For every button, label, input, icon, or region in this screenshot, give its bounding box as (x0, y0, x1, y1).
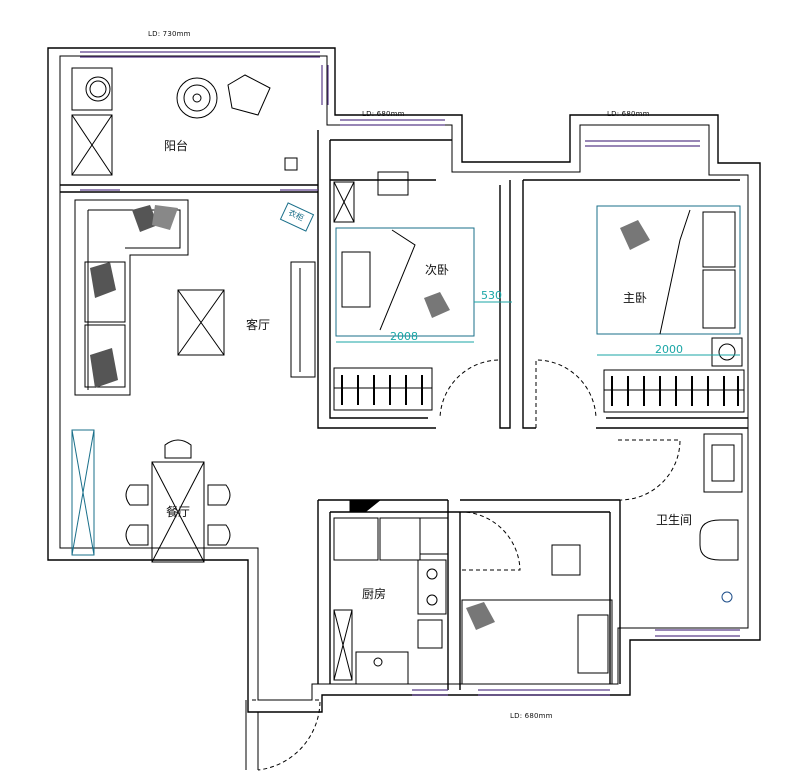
dimension-lines (336, 301, 740, 356)
room-label-balcony: 阳台 (164, 139, 189, 153)
round-table (176, 77, 218, 119)
room-label-kitchen: 厨房 (362, 587, 387, 601)
dimension-master-bed-length: 2000 (655, 343, 683, 356)
door-entrance (252, 699, 321, 771)
second-bedroom-furniture (333, 171, 475, 411)
room-label-dining-room: 餐厅 (166, 505, 191, 519)
cushions (90, 205, 178, 388)
kitchen-sink (355, 651, 409, 685)
room-label-master-bedroom: 主卧 (623, 291, 648, 305)
bottom-bed (461, 599, 613, 685)
door-swings (252, 359, 681, 771)
room-label-living-room: 客厅 (246, 318, 271, 332)
wall-cabinet (71, 429, 95, 556)
sink-cabinet (71, 114, 113, 176)
dimension-second-bed-length: 2008 (390, 330, 418, 343)
l-sofa (74, 199, 189, 396)
balcony-furniture (71, 67, 298, 176)
windows (80, 51, 740, 696)
floor-drain (721, 591, 733, 603)
window-label-second-bedroom: LD: 680mm (362, 110, 405, 118)
second-wardrobe (333, 367, 433, 411)
hangers (341, 375, 739, 406)
room-label-second-bedroom: 次卧 (425, 263, 450, 277)
stove (417, 559, 447, 615)
washing-machine (71, 67, 113, 111)
door-second-bedroom (439, 359, 501, 428)
window-label-bottom-room: LD: 680mm (510, 712, 553, 720)
wardrobe-small (333, 181, 355, 223)
bottom-room-furniture (461, 544, 613, 685)
tv-cabinet (290, 261, 316, 378)
dining-table (151, 461, 205, 563)
desk-chair (377, 171, 409, 196)
bottom-desk-chair (551, 544, 581, 576)
door-bottom-room (462, 511, 521, 571)
outer-wall (47, 47, 761, 713)
range-hood (349, 499, 382, 513)
master-bedroom-furniture (596, 205, 745, 413)
door-master-bedroom (535, 359, 597, 428)
window-label-master-bedroom: LD: 680mm (607, 110, 650, 118)
dining-furniture (125, 439, 231, 563)
living-furniture (74, 199, 316, 396)
second-bed (335, 227, 475, 337)
armchair (227, 74, 271, 116)
dimension-bed-gap: 530 (481, 289, 502, 302)
toilet (699, 519, 739, 561)
walls (47, 47, 761, 713)
kitchen-fixtures (333, 499, 449, 685)
washbasin (703, 433, 743, 493)
dining-chair (164, 439, 192, 459)
door-bathroom (618, 439, 681, 501)
master-bed (596, 205, 741, 335)
master-wardrobe (603, 369, 745, 413)
coffee-table (177, 289, 225, 356)
window-label-balcony: LD: 730mm (148, 30, 191, 38)
bathroom-fixtures (699, 433, 743, 603)
room-label-bathroom: 卫生间 (656, 513, 693, 527)
outer-wall-inner (59, 55, 749, 701)
